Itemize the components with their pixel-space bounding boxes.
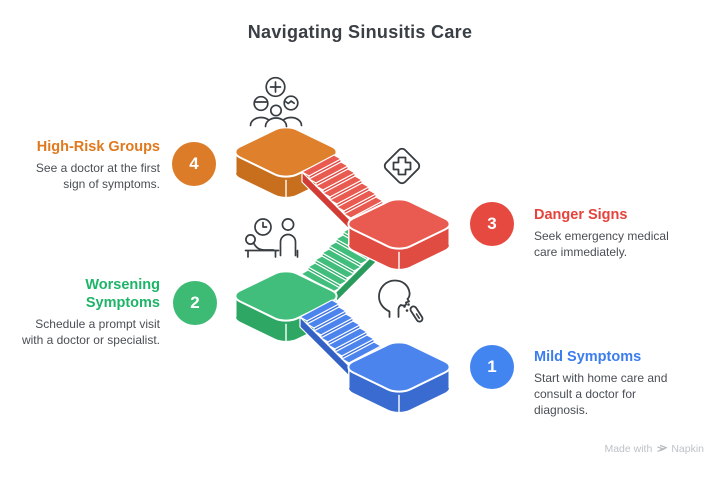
medical-cross-diamond-icon (383, 147, 421, 185)
staircase-scene (229, 124, 457, 416)
people-group-plus-icon (249, 76, 303, 128)
step-title: Mild Symptoms (534, 349, 642, 365)
step-number-badge: 2 (173, 281, 217, 325)
page-title: Navigating Sinusitis Care (247, 22, 473, 42)
platform-mild-symptoms (342, 339, 457, 416)
coughing-person-icon (378, 279, 424, 323)
clock-consultation-icon (244, 218, 299, 258)
step-number-badge: 4 (172, 142, 216, 186)
watermark: Made with Napkin (604, 443, 704, 455)
step-title: High-Risk Groups (36, 139, 160, 155)
watermark-prefix: Made with (604, 443, 653, 455)
step-title: Danger Signs (534, 207, 628, 223)
napkin-logo-icon (657, 444, 668, 452)
platform-danger-signs (342, 196, 457, 273)
step-number-badge: 3 (470, 202, 514, 246)
step-block-high-risk-groups: High-Risk Groups See a doctor at the fir… (36, 138, 160, 192)
watermark-brand: Napkin (671, 443, 704, 455)
step-number-badge: 1 (470, 345, 514, 389)
